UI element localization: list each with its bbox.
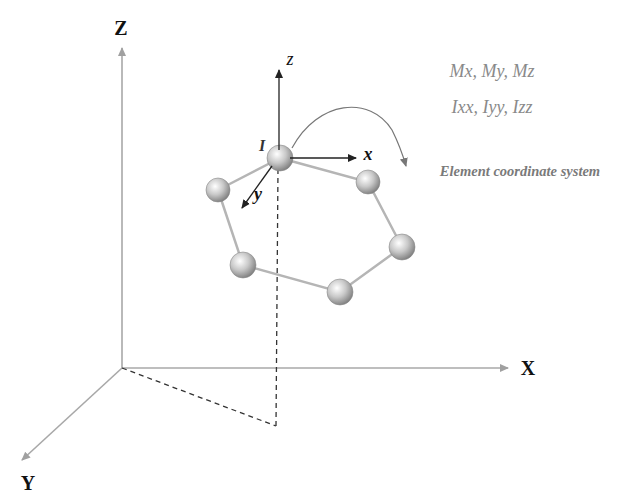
axis-label: y (254, 185, 262, 205)
axis-label: z (286, 50, 293, 70)
axis-label: Y (21, 472, 35, 494)
global-axes (22, 48, 508, 460)
quantity-label: Mx, My, Mz (450, 62, 535, 82)
ring-bonds (218, 158, 402, 292)
axis-label: X (521, 357, 535, 379)
callout-label: Element coordinate system (440, 164, 600, 180)
leader-arrow (292, 107, 406, 166)
quantity-label: Ixx, Iyy, Izz (452, 98, 533, 118)
ring-atoms (206, 145, 415, 305)
local-axes (242, 70, 356, 208)
axis-label: x (364, 145, 373, 165)
axis-label: Z (114, 17, 127, 39)
projection-lines (122, 168, 278, 426)
point-label: I (259, 137, 265, 155)
